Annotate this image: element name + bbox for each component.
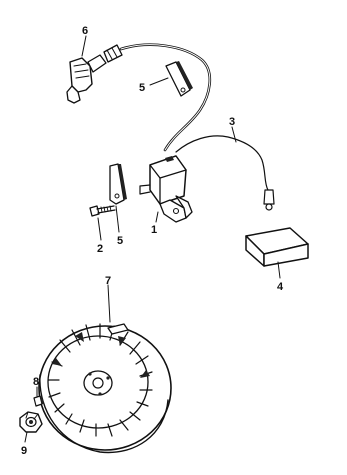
callout-2: 2 xyxy=(97,243,103,255)
callout-3: 3 xyxy=(229,116,235,128)
callout-6: 6 xyxy=(82,25,88,37)
flywheel-nut xyxy=(19,411,43,433)
ignition-cable xyxy=(119,43,212,152)
screw xyxy=(89,205,116,217)
cable-clip-upper xyxy=(165,61,193,97)
woodruff-key xyxy=(33,395,44,407)
callout-9: 9 xyxy=(21,445,27,457)
callout-5-lower: 5 xyxy=(117,235,123,247)
callout-7: 7 xyxy=(105,275,111,287)
callout-8: 8 xyxy=(33,376,39,388)
parts-package xyxy=(245,227,309,267)
callout-4: 4 xyxy=(277,281,284,293)
bracket-clip-lower xyxy=(109,163,127,205)
callout-1: 1 xyxy=(151,224,157,236)
ground-wire xyxy=(175,135,275,211)
spark-plug-boot xyxy=(66,44,123,104)
callout-5-upper: 5 xyxy=(139,82,145,94)
leader-lines xyxy=(24,35,281,443)
flywheel xyxy=(38,323,172,454)
ignition-coil xyxy=(139,155,193,223)
